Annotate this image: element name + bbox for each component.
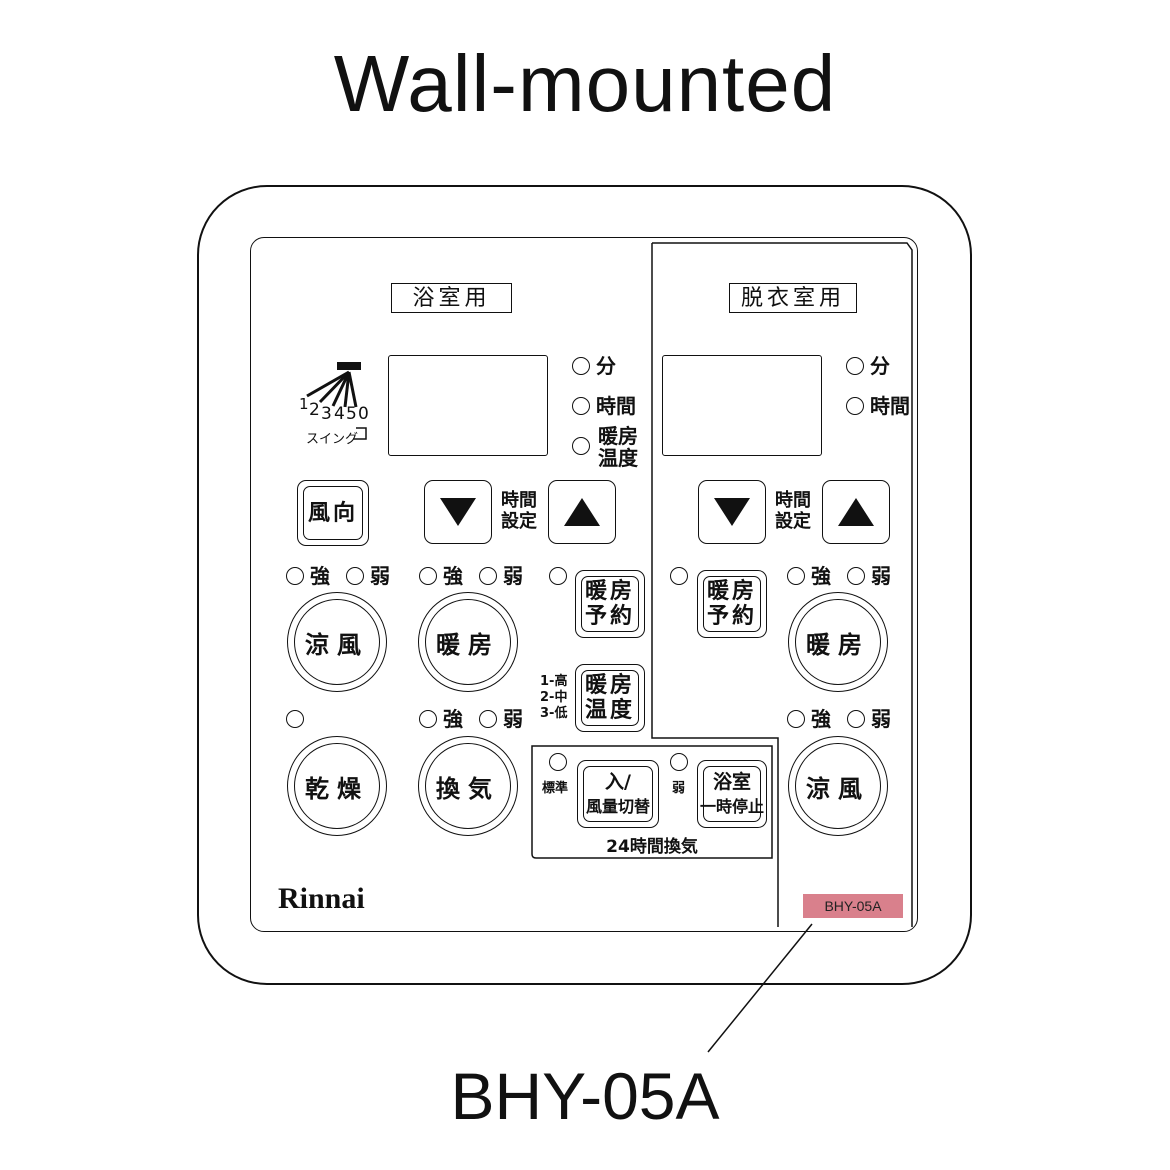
dressing-min-label: 分 — [870, 354, 890, 378]
model-tag: BHY-05A — [803, 894, 903, 918]
up-arrow-icon — [838, 498, 874, 526]
dressing-heat-reserve-label: 暖房予約 — [706, 579, 757, 629]
direction-button-label: 風向 — [307, 500, 358, 526]
dressing-heat-weak-led — [847, 567, 865, 585]
dressing-time-up-button[interactable] — [822, 480, 890, 544]
down-arrow-icon — [440, 498, 476, 526]
page-title: Wall-mounted — [333, 39, 837, 128]
device-housing — [197, 185, 972, 985]
dressing-time-down-button[interactable] — [698, 480, 766, 544]
bath-cool-button[interactable]: 涼風 — [287, 592, 387, 692]
bath-pause-label: 浴室一時停止 — [699, 770, 764, 816]
up-arrow-icon — [564, 498, 600, 526]
dressing-time-set-label: 時間設定 — [775, 490, 811, 532]
vent24-standard-label: 標準 — [542, 781, 569, 796]
swing-num-2: 2 — [309, 400, 320, 420]
dressing-label: 脱衣室用 — [729, 283, 857, 313]
vent24-weak-label: 弱 — [672, 781, 686, 796]
dressing-hour-led — [846, 397, 864, 415]
vent-label: 換気 — [436, 774, 500, 803]
dressing-reserve-led — [670, 567, 688, 585]
dressing-cool-weak-label: 弱 — [871, 707, 891, 731]
vent24-weak-led — [670, 753, 688, 771]
swing-num-4: 4 — [334, 404, 345, 424]
vent24-caption: 24時間換気 — [606, 837, 698, 857]
swing-num-0: 0 — [358, 404, 369, 424]
brand-logo: Rinnai — [278, 882, 365, 915]
heat-strong-led — [419, 567, 437, 585]
vent-button[interactable]: 換気 — [418, 736, 518, 836]
dressing-heat-label: 暖房 — [806, 630, 870, 659]
vent24-switch-button[interactable]: 入/風量切替 — [577, 760, 659, 828]
bath-heat-label: 暖房 — [436, 630, 500, 659]
direction-button[interactable]: 風向 — [297, 480, 369, 546]
heat-weak-label: 弱 — [503, 564, 523, 588]
control-panel — [250, 237, 918, 932]
dry-led — [286, 710, 304, 728]
bath-hour-label: 時間 — [596, 394, 636, 418]
vent-weak-label: 弱 — [503, 707, 523, 731]
swing-num-3: 3 — [321, 404, 332, 424]
bath-heat-reserve-label: 暖房予約 — [584, 579, 635, 629]
bath-heat-temp-label: 暖房温度 — [584, 673, 635, 723]
vent24-standard-led — [549, 753, 567, 771]
vent24-switch-label: 入/風量切替 — [585, 770, 650, 816]
cool-strong-label: 強 — [310, 564, 330, 588]
dressing-heat-strong-label: 強 — [811, 564, 831, 588]
vent-weak-led — [479, 710, 497, 728]
dressing-display — [662, 355, 822, 456]
dressing-heat-button[interactable]: 暖房 — [788, 592, 888, 692]
bath-heat-temp-button[interactable]: 暖房温度 — [575, 664, 645, 732]
model-label: BHY-05A — [450, 1059, 720, 1133]
bath-hour-led — [572, 397, 590, 415]
bath-pause-button[interactable]: 浴室一時停止 — [697, 760, 767, 828]
swing-caption: スイング — [306, 432, 359, 447]
bath-temp-label: 暖房温度 — [598, 424, 638, 470]
bath-time-down-button[interactable] — [424, 480, 492, 544]
heat-strong-label: 強 — [443, 564, 463, 588]
bath-min-label: 分 — [596, 354, 616, 378]
vent-strong-led — [419, 710, 437, 728]
bath-temp-led — [572, 437, 590, 455]
dressing-cool-label: 涼風 — [806, 774, 870, 803]
bath-min-led — [572, 357, 590, 375]
leader-line — [707, 923, 813, 1053]
dry-button[interactable]: 乾燥 — [287, 736, 387, 836]
bath-cool-label: 涼風 — [305, 630, 369, 659]
cool-weak-label: 弱 — [370, 564, 390, 588]
bath-heat-reserve-button[interactable]: 暖房予約 — [575, 570, 645, 638]
dressing-heat-weak-label: 弱 — [871, 564, 891, 588]
swing-num-1: 1 — [299, 395, 309, 413]
dressing-hour-label: 時間 — [870, 394, 910, 418]
heat-weak-led — [479, 567, 497, 585]
cool-weak-led — [346, 567, 364, 585]
bath-label: 浴室用 — [391, 283, 512, 313]
dry-label: 乾燥 — [305, 774, 369, 803]
dressing-heat-strong-led — [787, 567, 805, 585]
dressing-cool-weak-led — [847, 710, 865, 728]
bath-heat-button[interactable]: 暖房 — [418, 592, 518, 692]
bath-display — [388, 355, 548, 456]
dressing-heat-reserve-button[interactable]: 暖房予約 — [697, 570, 767, 638]
down-arrow-icon — [714, 498, 750, 526]
bath-time-up-button[interactable] — [548, 480, 616, 544]
swing-num-5: 5 — [346, 404, 357, 424]
cool-strong-led — [286, 567, 304, 585]
bath-time-set-label: 時間設定 — [501, 490, 537, 532]
bath-reserve-led — [549, 567, 567, 585]
dressing-cool-strong-led — [787, 710, 805, 728]
dressing-cool-button[interactable]: 涼風 — [788, 736, 888, 836]
dressing-cool-strong-label: 強 — [811, 707, 831, 731]
vent-strong-label: 強 — [443, 707, 463, 731]
dressing-min-led — [846, 357, 864, 375]
